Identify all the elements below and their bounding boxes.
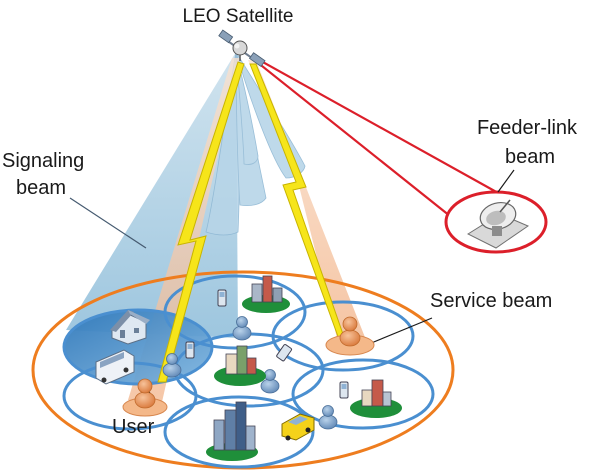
mobile-phone-icon — [185, 341, 195, 359]
feeder-pointer-line — [497, 169, 515, 193]
feeder-link-label-line2: beam — [505, 146, 555, 168]
satellite-icon — [218, 29, 266, 68]
signaling-pointer-line — [69, 197, 147, 249]
mobile-phone-icon — [339, 381, 349, 399]
building-cluster-icon — [350, 379, 402, 418]
mobile-phone-icon — [276, 344, 293, 362]
feeder-link-label-line1: Feeder-link — [477, 117, 578, 139]
person-icon — [122, 378, 168, 417]
signaling-beam-label-line2: beam — [16, 177, 66, 199]
person-icon — [232, 316, 252, 341]
signaling-beam-label-line1: Signaling — [2, 150, 84, 172]
service-pointer-line — [363, 317, 433, 347]
feeder-link — [251, 55, 501, 225]
satellite-label: LEO Satellite — [183, 6, 294, 27]
person-icon — [260, 369, 280, 394]
mobile-phone-icon — [217, 289, 227, 307]
signaling-beam — [66, 52, 238, 338]
bus-icon — [95, 349, 135, 385]
person-icon — [325, 316, 375, 356]
dish-antenna-icon — [466, 199, 530, 249]
building-cluster-icon — [242, 275, 290, 313]
building-cluster-icon — [214, 345, 266, 386]
house-icon — [110, 310, 150, 345]
taxi-icon — [281, 413, 315, 441]
person-icon — [318, 405, 338, 430]
user-label: User — [112, 416, 155, 438]
service-beam-label: Service beam — [430, 290, 552, 312]
building-cluster-icon — [206, 401, 258, 461]
person-icon — [162, 353, 182, 378]
